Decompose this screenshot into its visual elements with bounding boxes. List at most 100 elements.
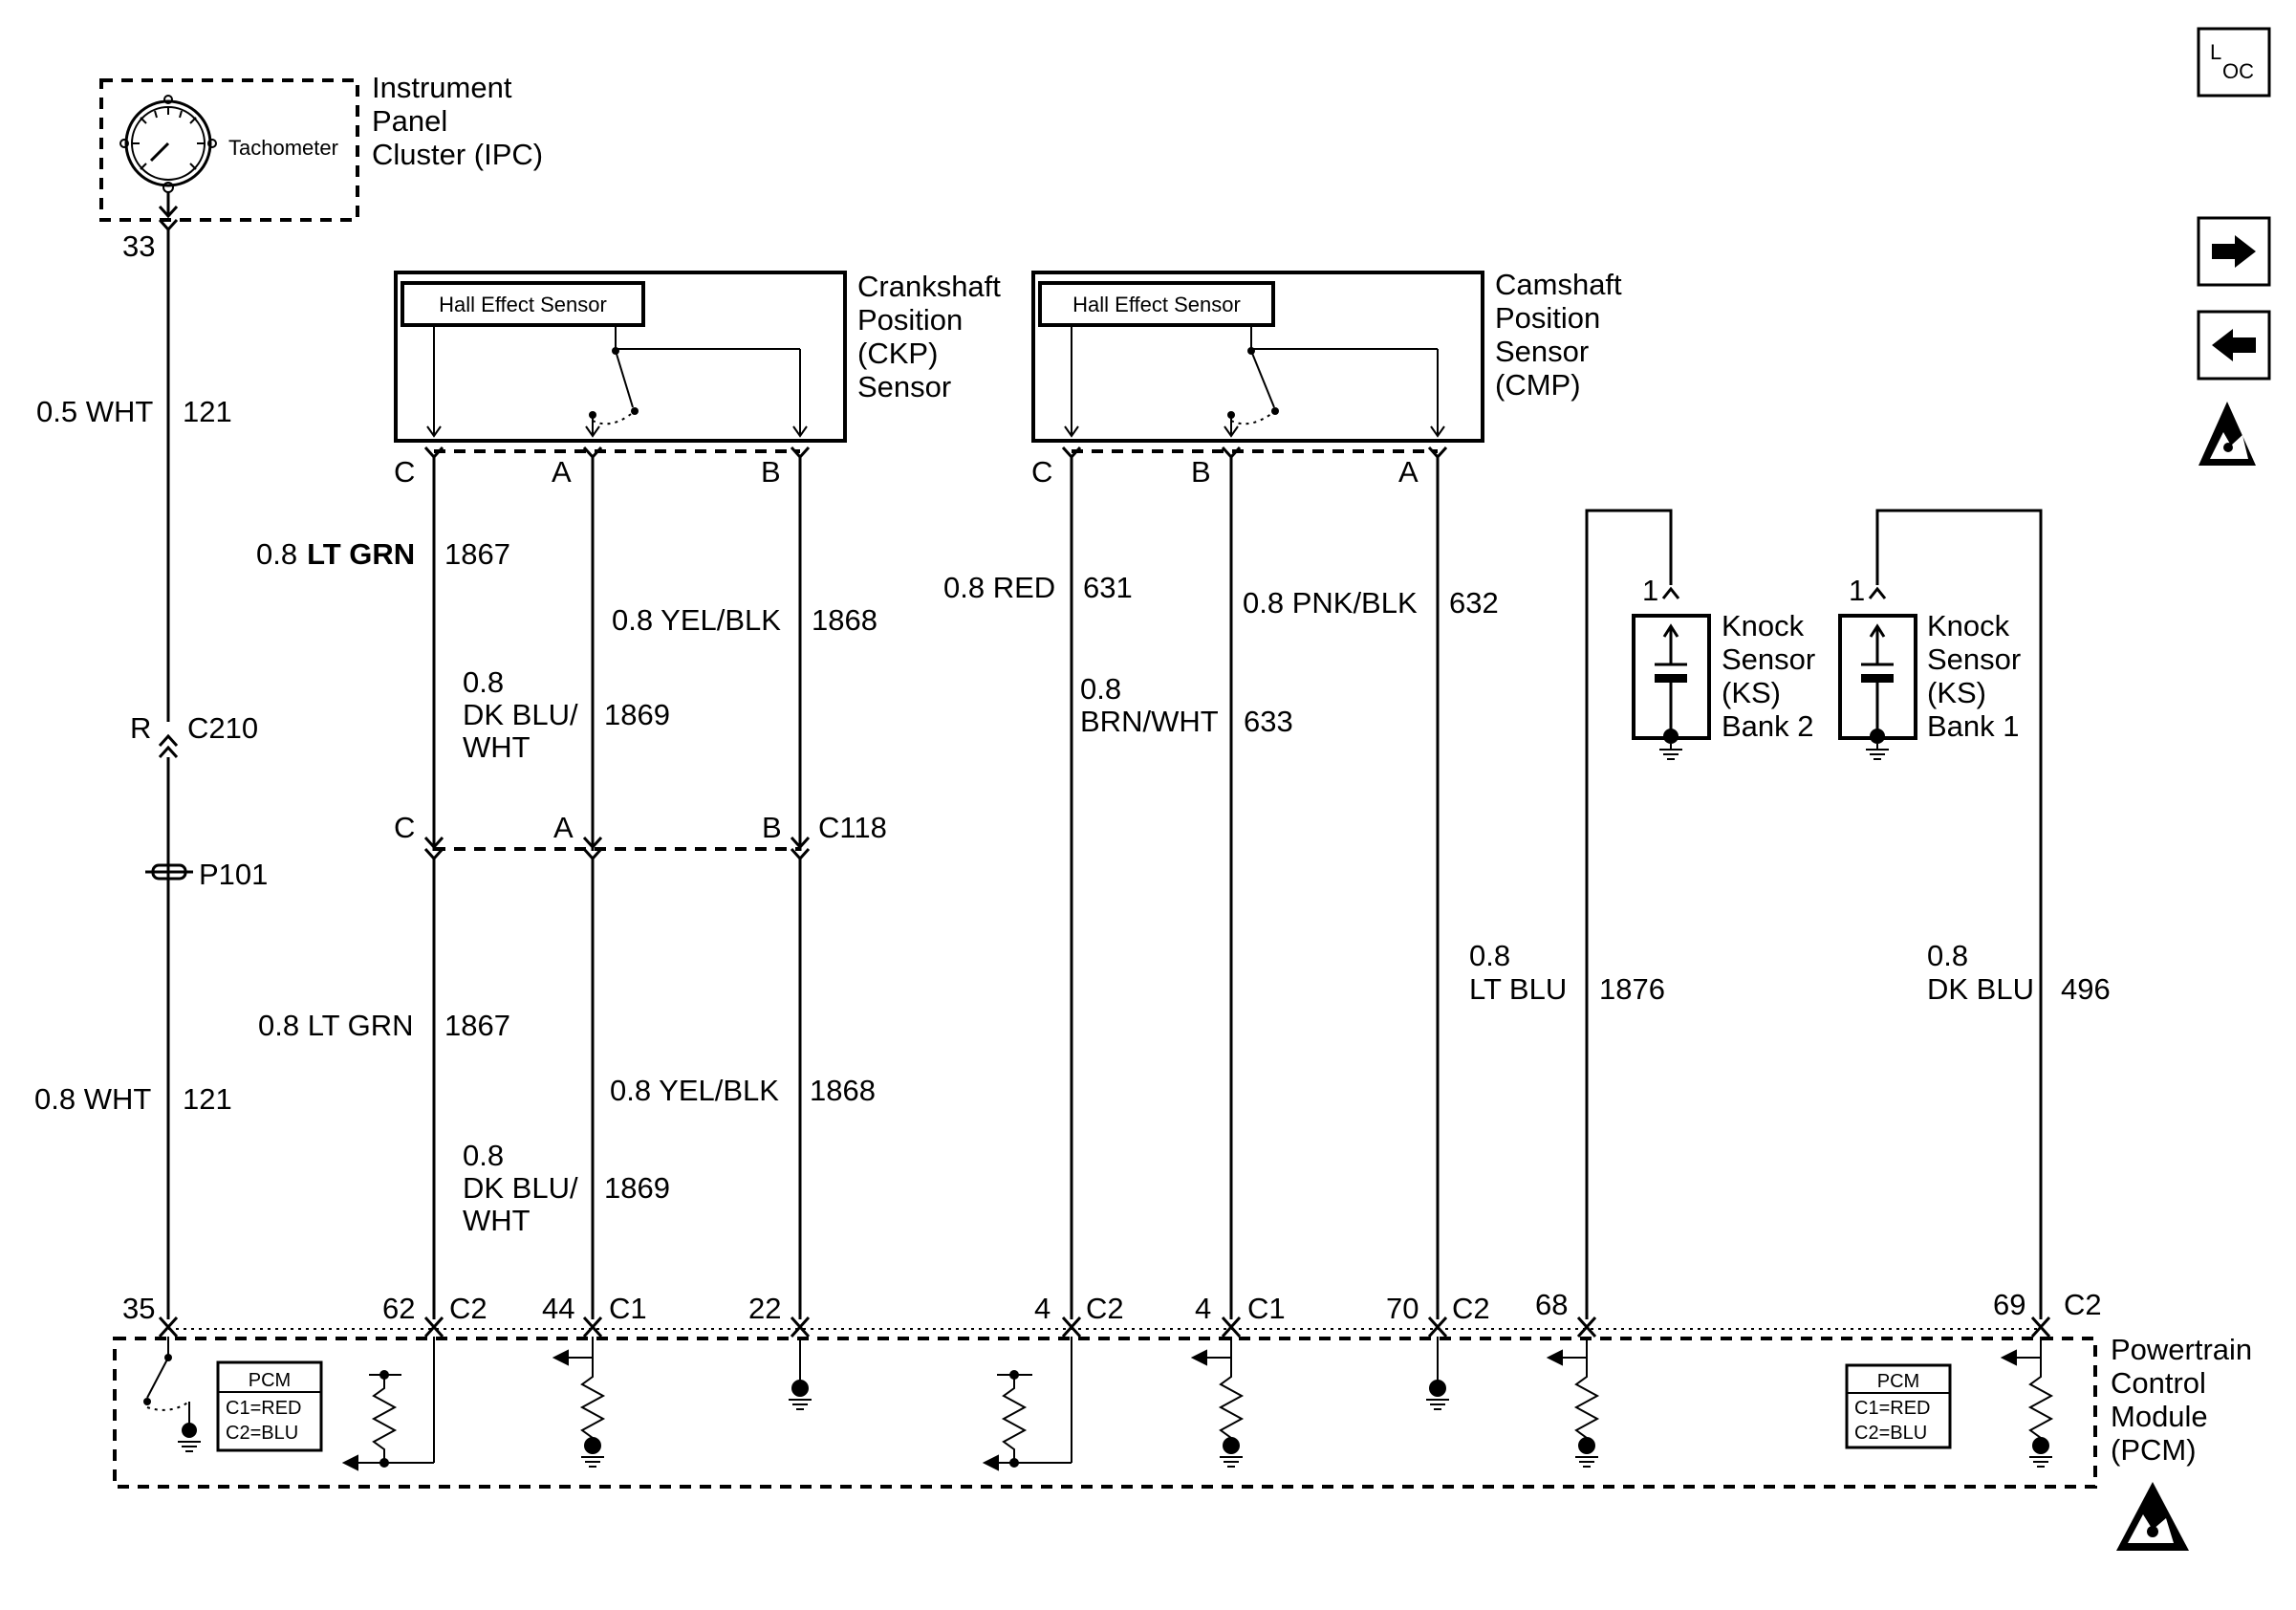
pcm-ground-70-icon — [1426, 1337, 1449, 1410]
pcm-tach-driver-icon — [143, 1337, 201, 1452]
wire-631-circuit: 631 — [1083, 571, 1133, 604]
c118-pin-b: B — [762, 811, 782, 844]
pcm-pin-62-conn: C2 — [449, 1292, 487, 1325]
cmp-hall-effect-box — [1038, 281, 1275, 327]
esd-warning-icon — [2199, 402, 2256, 466]
cmp-pin-b: B — [1191, 455, 1211, 489]
wire-632-circuit: 632 — [1449, 586, 1499, 620]
pcm-pin-4-c2-conn: C2 — [1086, 1292, 1124, 1325]
ckp-title-line2: Position — [857, 303, 963, 337]
pcm-pin-69: 69 — [1993, 1288, 2025, 1321]
wire-633-circuit: 633 — [1244, 705, 1293, 738]
pcm-boundary — [113, 1337, 2097, 1489]
ipc-module: Tachometer Instrument Panel Cluster (IPC… — [99, 71, 543, 263]
knock-bank1-pin: 1 — [1849, 574, 1865, 607]
pcm-knock-input-69-icon — [2000, 1337, 2054, 1468]
wire-1869-upper-line2: DK BLU/ — [463, 698, 578, 731]
pcm-pin-70-conn: C2 — [1452, 1292, 1490, 1325]
knock-bank2-title-line1: Knock — [1722, 609, 1805, 642]
wire-633-line1: 0.8 — [1080, 672, 1121, 706]
knock-sensor-bank2: 1 Knock Sensor (KS) Bank 2 — [1585, 509, 1815, 1319]
ckp-pin-a: A — [552, 455, 572, 489]
previous-page-button[interactable] — [2197, 310, 2271, 381]
pcm-pin-68: 68 — [1535, 1288, 1568, 1321]
pcm-title-line4: (PCM) — [2111, 1433, 2197, 1467]
ckp-title-line3: (CKP) — [857, 337, 938, 370]
wire-496-circuit: 496 — [2061, 972, 2111, 1006]
component-locator-button[interactable]: L OC — [2197, 27, 2271, 98]
pcm-legend-left: PCM C1=RED C2=BLU — [216, 1360, 323, 1452]
cmp-switch-icon — [1250, 350, 1275, 408]
knock-bank1-title-line1: Knock — [1927, 609, 2010, 642]
esd-warning-icon — [2116, 1482, 2189, 1551]
wire-1876-circuit: 1876 — [1599, 972, 1665, 1006]
wire-1867-lower-circuit: 1867 — [444, 1009, 510, 1042]
cmp-title-line4: (CMP) — [1495, 368, 1581, 402]
pcm-pin-4-c2: 4 — [1034, 1292, 1051, 1325]
ckp-sensor: Hall Effect Sensor Crankshaft Position (… — [394, 270, 1001, 489]
pcm-legend-c2: C2=BLU — [226, 1423, 298, 1444]
wire-1876-line1: 0.8 — [1469, 939, 1510, 972]
pcm-legend-title: PCM — [249, 1370, 291, 1391]
c118-pin-c: C — [394, 811, 415, 844]
cmp-title-line1: Camshaft — [1495, 268, 1622, 301]
connector-c210 — [158, 733, 179, 759]
pcm-ckp-input-icon — [341, 1337, 435, 1471]
wire-121-upper-gauge: 0.5 WHT — [36, 395, 153, 428]
arrow-right-icon — [2212, 235, 2256, 268]
cmp-pin-c: C — [1031, 455, 1052, 489]
cmp-sensor: Hall Effect Sensor Camshaft Position Sen… — [1031, 268, 1622, 489]
wire-632-gauge: 0.8 PNK/BLK — [1243, 586, 1418, 620]
pcm-ground-22-icon — [789, 1337, 812, 1410]
ckp-switch-icon — [615, 350, 634, 408]
c118-label: C118 — [818, 811, 887, 844]
wire-1868-upper-circuit: 1868 — [812, 603, 877, 637]
wire-121-lower-gauge: 0.8 WHT — [34, 1082, 151, 1116]
ckp-hall-effect-box — [401, 281, 645, 327]
piezo-element-icon — [1655, 623, 1687, 744]
ipc-title-line1: Instrument — [372, 71, 512, 104]
pcm-pin-70: 70 — [1386, 1292, 1419, 1325]
ckp-pin-b: B — [761, 455, 781, 489]
pcm-cmp-input-icon — [982, 1337, 1072, 1471]
ipc-terminal-icon — [158, 205, 179, 219]
pcm-pin-35: 35 — [122, 1292, 155, 1325]
knock-bank2-title-line2: Sensor — [1722, 642, 1815, 676]
pcm-pin-44-conn: C1 — [609, 1292, 647, 1325]
c118-pin-a: A — [553, 811, 574, 844]
pcm-module: 35 62 C2 44 C1 22 4 C2 4 C1 70 C2 68 69 … — [113, 1288, 2252, 1489]
ckp-title-line1: Crankshaft — [857, 270, 1001, 303]
pcm-pin-4-c1: 4 — [1195, 1292, 1211, 1325]
wire-1868-upper-gauge: 0.8 YEL/BLK — [612, 603, 781, 637]
wire-121-lower-circuit: 121 — [183, 1082, 232, 1116]
wire-631-gauge: 0.8 RED — [943, 571, 1055, 604]
arrow-left-icon — [2212, 329, 2256, 361]
wire-121-upper-circuit: 121 — [183, 395, 232, 428]
wire-1867-lower-gauge: 0.8 LT GRN — [258, 1009, 414, 1042]
wire-1876-line2: LT BLU — [1469, 972, 1567, 1006]
pcm-title-line2: Control — [2111, 1366, 2206, 1400]
wire-496-line1: 0.8 — [1927, 939, 1968, 972]
pcm-legend-c1: C1=RED — [226, 1398, 301, 1419]
knock-bank1-title-line2: Sensor — [1927, 642, 2021, 676]
ipc-gauge-label: Tachometer — [228, 136, 338, 160]
pcm-legend-c2-right: C2=BLU — [1854, 1423, 1927, 1444]
knock-sensor-bank1: 1 Knock Sensor (KS) Bank 1 — [1838, 509, 2043, 1319]
pcm-legend-title-right: PCM — [1877, 1371, 1919, 1392]
pcm-pin-22: 22 — [748, 1292, 781, 1325]
pcm-pin-4-c1-conn: C1 — [1247, 1292, 1286, 1325]
wire-1869-upper-circuit: 1869 — [604, 698, 670, 731]
c210-label: C210 — [187, 711, 258, 745]
wire-1868-lower-circuit: 1868 — [810, 1074, 876, 1107]
wire-1869-lower-circuit: 1869 — [604, 1171, 670, 1205]
locator-label-top: L — [2210, 40, 2221, 64]
c210-pin-label: R — [130, 711, 151, 745]
ckp-title-line4: Sensor — [857, 370, 951, 403]
pcm-title-line3: Module — [2111, 1400, 2208, 1433]
next-page-button[interactable] — [2197, 216, 2271, 287]
ckp-pin-c: C — [394, 455, 415, 489]
wire-1869-lower-line3: WHT — [463, 1204, 531, 1237]
ckp-hall-effect-label: Hall Effect Sensor — [439, 293, 607, 316]
